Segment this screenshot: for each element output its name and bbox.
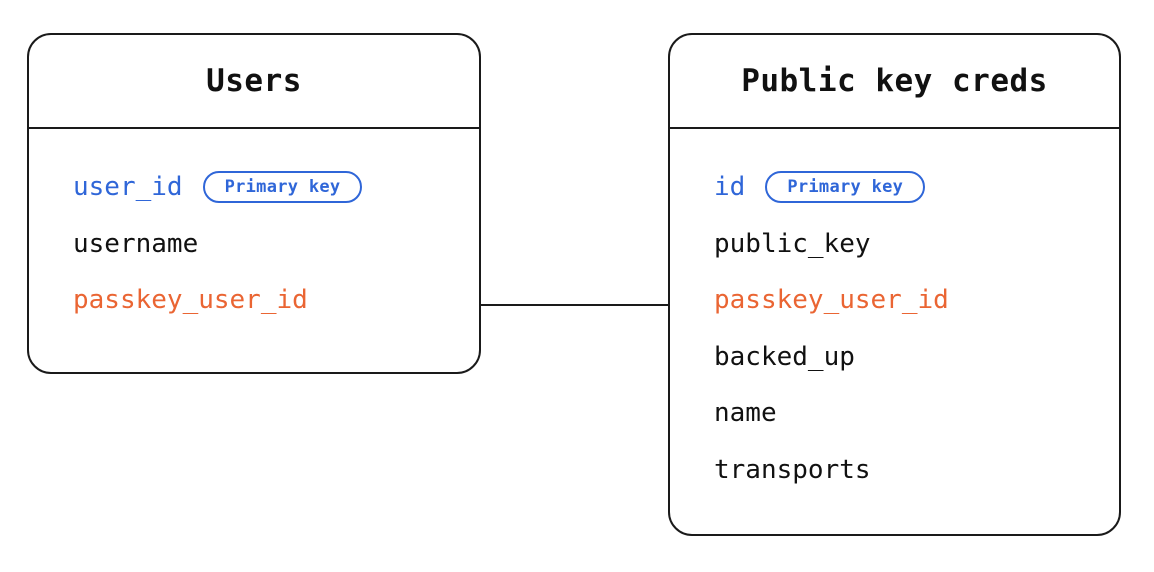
field-row[interactable]: passkey_user_id	[29, 272, 479, 329]
entity-header-public-key-creds: Public key creds	[670, 35, 1119, 129]
field-name-transports: transports	[714, 454, 871, 485]
field-row[interactable]: name	[670, 385, 1119, 442]
field-name-passkey-user-id: passkey_user_id	[714, 285, 949, 316]
primary-key-badge: Primary key	[202, 171, 363, 204]
field-row[interactable]: backed_up	[670, 329, 1119, 386]
field-row[interactable]: public_key	[670, 216, 1119, 273]
field-row[interactable]: transports	[670, 442, 1119, 499]
field-row[interactable]: username	[29, 216, 479, 273]
entity-title-users: Users	[206, 62, 302, 99]
field-name-id: id	[714, 172, 746, 203]
field-row[interactable]: id Primary key	[670, 159, 1119, 216]
field-name-backed-up: backed_up	[714, 341, 855, 372]
relationship-connector-passkey-user-id[interactable]	[481, 304, 668, 306]
field-name-passkey-user-id: passkey_user_id	[73, 285, 308, 316]
entity-title-public-key-creds: Public key creds	[741, 62, 1048, 99]
field-row[interactable]: user_id Primary key	[29, 159, 479, 216]
entity-card-users[interactable]: Users user_id Primary key username passkey_u…	[27, 33, 481, 374]
field-name-name: name	[714, 398, 777, 429]
entity-header-users: Users	[29, 35, 479, 129]
primary-key-badge-label: Primary key	[787, 176, 904, 197]
primary-key-badge: Primary key	[765, 171, 926, 204]
entity-field-list-users: user_id Primary key username passkey_user_i…	[29, 129, 479, 372]
field-name-user-id: user_id	[73, 172, 183, 203]
field-row[interactable]: passkey_user_id	[670, 272, 1119, 329]
primary-key-badge-label: Primary key	[224, 176, 341, 197]
field-name-public-key: public_key	[714, 228, 871, 259]
field-name-username: username	[73, 228, 199, 259]
